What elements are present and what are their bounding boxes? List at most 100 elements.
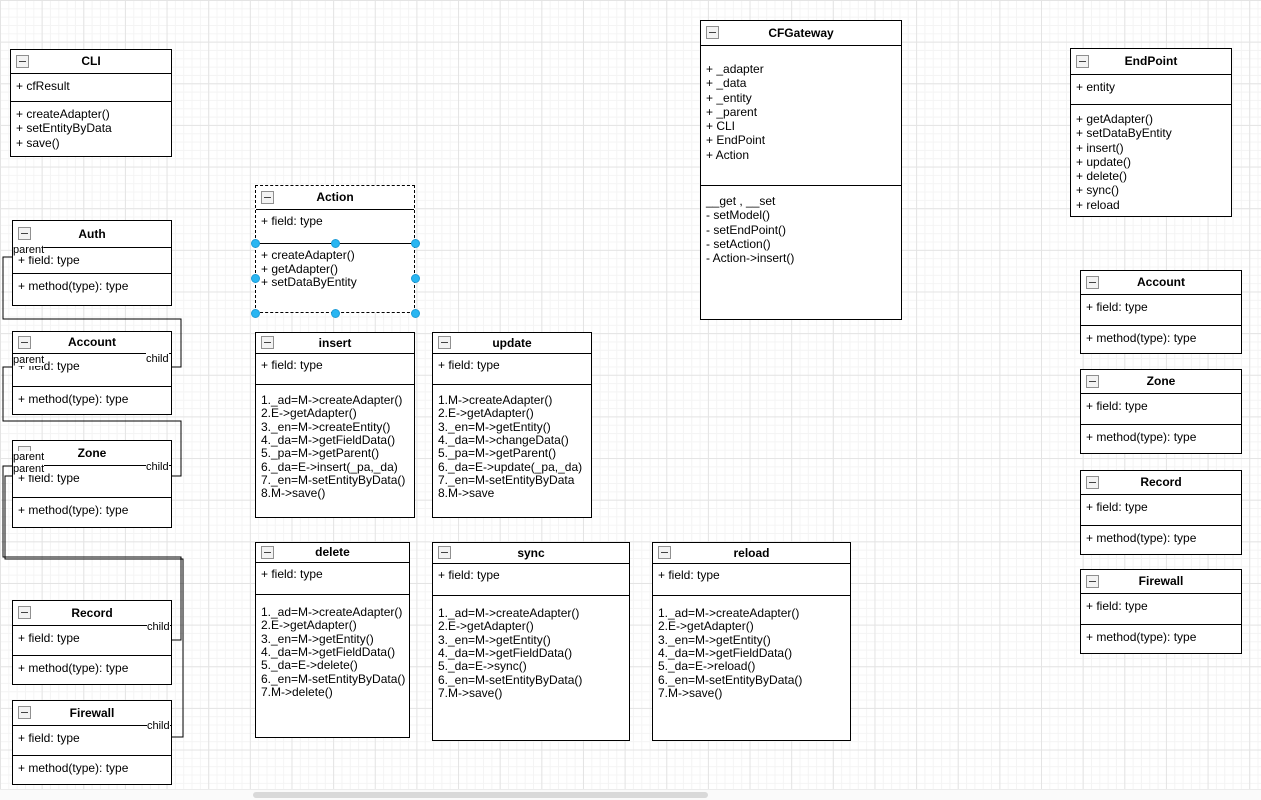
collapse-minus-icon[interactable] [261, 545, 274, 559]
fields-section[interactable]: + field: type [13, 626, 171, 656]
methods-section[interactable]: + method(type): type [13, 274, 171, 293]
class-account-left[interactable]: Account+ field: type+ method(type): type [12, 331, 172, 415]
edge-auth-account[interactable] [2, 256, 182, 368]
method-row[interactable]: - setModel() [706, 208, 771, 223]
edge-label-parent[interactable]: parent [13, 463, 45, 475]
method-row[interactable]: 5._da=E->sync() [438, 659, 527, 674]
method-row[interactable]: + setDataByEntity [261, 275, 357, 289]
field-row[interactable]: + field: type [438, 568, 500, 582]
methods-section[interactable]: 1._ad=M->createAdapter()2.E->getAdapter(… [256, 385, 414, 501]
method-row[interactable]: 6._da=E->insert(_pa,_da) [261, 459, 398, 474]
fields-section[interactable]: + field: type [13, 248, 171, 274]
methods-section[interactable]: + method(type): type [13, 656, 171, 675]
field-row[interactable]: + _data [706, 76, 747, 91]
method-row[interactable]: 3._en=M->getEntity() [438, 632, 551, 647]
collapse-minus-icon[interactable] [1086, 374, 1099, 388]
field-row[interactable]: + cfResult [16, 79, 70, 93]
class-account-right[interactable]: Account+ field: type+ method(type): type [1080, 270, 1242, 354]
field-row[interactable]: + _parent [706, 104, 758, 119]
method-row[interactable]: + update() [1076, 154, 1132, 169]
class-title-bar[interactable]: reload [653, 543, 850, 564]
methods-section[interactable]: + method(type): type [1081, 425, 1241, 444]
selection-handle[interactable] [330, 308, 340, 318]
method-row[interactable]: 5._da=E->delete() [261, 658, 358, 673]
field-row[interactable]: + field: type [1086, 599, 1148, 613]
collapse-minus-icon[interactable] [16, 54, 29, 68]
field-row[interactable]: + field: type [261, 214, 323, 228]
field-row[interactable]: + field: type [18, 253, 80, 267]
field-row[interactable]: + field: type [1086, 399, 1148, 413]
class-title-bar[interactable]: Auth [13, 221, 171, 248]
method-row[interactable]: + method(type): type [18, 279, 129, 293]
collapse-minus-icon[interactable] [18, 706, 31, 719]
method-row[interactable]: + sync() [1076, 183, 1120, 198]
methods-section[interactable]: 1._ad=M->createAdapter()2.E->getAdapter(… [433, 596, 629, 700]
class-title-bar[interactable]: Firewall [13, 701, 171, 726]
method-row[interactable]: + method(type): type [18, 761, 129, 775]
method-row[interactable]: 1._ad=M->createAdapter() [658, 606, 800, 620]
class-title-bar[interactable]: Account [13, 332, 171, 354]
class-title-bar[interactable]: Account [1081, 271, 1241, 295]
field-row[interactable]: + field: type [1086, 300, 1148, 314]
method-row[interactable]: + setDataByEntity [1076, 126, 1172, 141]
horizontal-scrollbar-thumb[interactable] [253, 792, 708, 798]
method-row[interactable]: 7.M->save() [438, 686, 503, 701]
method-row[interactable]: 5._pa=M->getParent() [261, 446, 380, 461]
field-row[interactable]: + EndPoint [706, 133, 766, 148]
method-row[interactable]: 7._en=M-setEntityByData [438, 473, 575, 488]
horizontal-scrollbar-track[interactable] [0, 789, 1261, 800]
class-firewall-left[interactable]: Firewall+ field: type+ method(type): typ… [12, 700, 172, 785]
method-row[interactable]: - Action->insert() [706, 251, 795, 266]
method-row[interactable]: + setEntityByData [16, 121, 112, 136]
methods-section[interactable]: __get , __set- setModel()- setEndPoint()… [701, 186, 901, 265]
method-row[interactable]: 8.M->save() [261, 486, 326, 501]
class-record-right[interactable]: Record + field: type + method(type): type [1080, 470, 1242, 555]
method-row[interactable]: 7.M->delete() [261, 685, 333, 700]
class-zone-right[interactable]: Zone+ field: type+ method(type): type [1080, 369, 1242, 454]
collapse-minus-icon[interactable] [18, 335, 31, 349]
class-cfgateway[interactable]: CFGateway+ _adapter+ _data+ _entity+ _pa… [700, 20, 902, 320]
edge-label-child[interactable]: child [147, 720, 170, 732]
method-row[interactable]: 6._da=E->update(_pa,_da) [438, 459, 583, 474]
method-row[interactable]: 1._ad=M->createAdapter() [261, 605, 403, 619]
fields-section[interactable]: + cfResult [11, 74, 171, 102]
collapse-minus-icon[interactable] [438, 546, 451, 559]
method-row[interactable]: + delete() [1076, 169, 1128, 184]
method-row[interactable]: + getAdapter() [261, 261, 339, 276]
fields-section[interactable]: + field: type [256, 354, 414, 385]
method-row[interactable]: __get , __set [706, 194, 776, 208]
methods-section[interactable]: + createAdapter()+ getAdapter()+ setData… [256, 244, 414, 290]
collapse-minus-icon[interactable] [18, 606, 31, 619]
field-row[interactable]: + field: type [658, 568, 720, 582]
class-reload[interactable]: reload + field: type 1._ad=M->createAdapte… [652, 542, 851, 741]
collapse-minus-icon[interactable] [1076, 54, 1089, 68]
method-row[interactable]: + method(type): type [18, 661, 129, 675]
method-row[interactable]: + reload [1076, 197, 1120, 212]
method-row[interactable]: 4._da=M->getFieldData() [261, 645, 396, 660]
edge-label-child[interactable]: child [146, 353, 169, 365]
method-row[interactable]: 8.M->save [438, 486, 495, 501]
method-row[interactable]: 1._ad=M->createAdapter() [438, 606, 580, 620]
selection-handle[interactable] [250, 273, 260, 283]
method-row[interactable]: 2.E->getAdapter() [261, 406, 357, 421]
methods-section[interactable]: + method(type): type [1081, 625, 1241, 644]
method-row[interactable]: 4._da=M->getFieldData() [261, 433, 396, 448]
edge-label-child[interactable]: child [146, 461, 169, 473]
class-endpoint[interactable]: EndPoint+ entity+ getAdapter()+ setDataB… [1070, 48, 1232, 217]
method-row[interactable]: + method(type): type [18, 392, 129, 406]
method-row[interactable]: + getAdapter() [1076, 112, 1154, 126]
class-title-bar[interactable]: Action [256, 186, 414, 210]
collapse-minus-icon[interactable] [1086, 574, 1099, 588]
method-row[interactable]: - setAction() [706, 236, 771, 251]
methods-section[interactable]: + method(type): type [1081, 526, 1241, 545]
field-row[interactable]: + field: type [1086, 500, 1148, 514]
method-row[interactable]: 1.M->createAdapter() [438, 393, 553, 407]
fields-section[interactable]: + field: type [1081, 495, 1241, 526]
method-row[interactable]: 4._da=M->getFieldData() [658, 646, 793, 661]
method-row[interactable]: 6._en=M-setEntityByData() [261, 671, 406, 686]
class-title-bar[interactable]: Record [1081, 471, 1241, 495]
